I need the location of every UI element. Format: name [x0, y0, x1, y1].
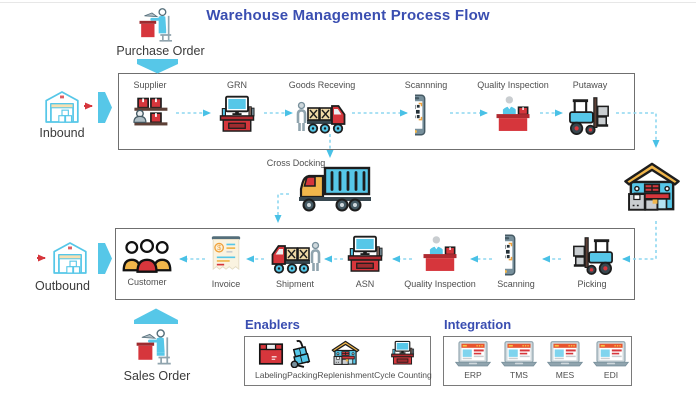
- step-label: Quality Inspection: [404, 279, 476, 289]
- integration-box: ERP TMS MES EDI: [443, 336, 632, 386]
- sales-order-label: Sales Order: [123, 369, 191, 383]
- step-label: Putaway: [572, 80, 608, 90]
- step-label: Quality Inspection: [477, 80, 549, 90]
- integration-item-mes: MES: [546, 340, 584, 381]
- step-label: Invoice: [211, 279, 241, 289]
- enabler-labeling: Labeling: [255, 340, 287, 381]
- integration-title: Integration: [444, 317, 512, 332]
- cross-docking-truck-icon: [294, 162, 376, 214]
- step-supplier: Supplier: [107, 80, 193, 137]
- step-customer: Customer: [104, 233, 190, 288]
- step-picking: Picking: [549, 233, 635, 290]
- integration-item-tms: TMS: [500, 340, 538, 381]
- chevron-sales-order-up: [134, 308, 178, 324]
- inbound-process-box: [118, 73, 635, 150]
- step-label: Goods Receving: [288, 80, 356, 90]
- step-label: Shipment: [275, 279, 315, 289]
- integration-item-erp: ERP: [454, 340, 492, 381]
- integration-item-edi: EDI: [592, 340, 630, 381]
- laptop-browser-icon: [546, 340, 584, 368]
- step-scanning-in: Scannning: [383, 80, 469, 137]
- integration-label: EDI: [603, 370, 619, 380]
- forklift-icon: [567, 233, 617, 277]
- enabler-packing: Packing: [287, 339, 317, 381]
- integration-label: TMS: [510, 370, 528, 380]
- mini-warehouse-icon: [330, 339, 361, 368]
- laptop-browser-icon: [454, 340, 492, 368]
- chevron-purchase-order-down: [137, 59, 178, 74]
- barcode-phone-icon: [415, 93, 438, 137]
- sales-order-icon: [132, 326, 178, 368]
- step-label: Scanning: [497, 279, 535, 289]
- step-asn: ASN: [322, 233, 408, 290]
- receiving-truck-icon: [296, 93, 348, 137]
- customers-icon: [121, 237, 173, 275]
- cross-docking-label: Cross Docking: [266, 158, 326, 168]
- integration-label: ERP: [464, 370, 482, 380]
- enablers-box: Labeling Packing Replenishment Cycle Cou…: [244, 336, 432, 386]
- forklift-icon: [565, 93, 615, 137]
- step-label: GRN: [227, 80, 247, 90]
- step-label: Customer: [127, 277, 167, 287]
- enablers-title: Enablers: [245, 317, 300, 332]
- inbound-warehouse-icon: [42, 88, 82, 126]
- integration-label: MES: [555, 370, 575, 380]
- purchase-order-icon: [134, 5, 180, 45]
- inbound-label: Inbound: [39, 126, 85, 140]
- purchase-order-label: Purchase Order: [116, 44, 205, 58]
- outbound-warehouse-icon: [50, 239, 90, 277]
- step-quality-inspection-out: Quality Inspection: [397, 233, 483, 290]
- enabler-label: Cycle Counting: [374, 370, 432, 380]
- step-goods-receiving: Goods Receving: [279, 80, 365, 137]
- enabler-cycle-counting: Cycle Counting: [374, 339, 432, 381]
- step-quality-inspection-in: Quality Inspection: [470, 80, 556, 137]
- supplier-shelf-icon: [128, 93, 172, 137]
- step-label: ASN: [355, 279, 375, 289]
- enabler-replenishment: Replenishment: [317, 339, 374, 381]
- register-desk-icon: [387, 339, 418, 368]
- computer-desk-icon: [214, 93, 260, 137]
- step-label: Supplier: [133, 80, 167, 90]
- step-label: Scannning: [404, 80, 448, 90]
- outbound-process-box: [115, 228, 635, 300]
- enabler-label: Packing: [287, 370, 318, 380]
- arrow-cross-docking-to-outbound-flow: [274, 193, 289, 223]
- shipment-truck-icon: [269, 233, 321, 277]
- warehouse-building-icon: [622, 159, 682, 217]
- enabler-label: Replenishment: [317, 370, 375, 380]
- step-putaway: Putaway: [547, 80, 633, 137]
- laptop-browser-icon: [592, 340, 630, 368]
- step-shipment: Shipment: [252, 233, 338, 290]
- label-box-icon: [257, 340, 285, 368]
- computer-desk-icon: [342, 233, 388, 277]
- step-scanning-out: Scanning: [473, 233, 559, 290]
- inspection-desk-icon: [490, 93, 536, 137]
- laptop-browser-icon: [500, 340, 538, 368]
- outbound-label: Outbound: [35, 279, 90, 293]
- step-label: Picking: [577, 279, 607, 289]
- diagram-title: Warehouse Management Process Flow: [206, 7, 490, 24]
- step-grn: GRN: [194, 80, 280, 137]
- enabler-label: Labeling: [255, 370, 288, 380]
- barcode-phone-icon: [505, 233, 528, 277]
- hand-truck-icon: [288, 339, 317, 368]
- step-invoice: Invoice: [183, 233, 269, 290]
- inspection-desk-icon: [417, 233, 463, 277]
- slide-top-border: [0, 2, 696, 3]
- invoice-icon: [204, 233, 248, 277]
